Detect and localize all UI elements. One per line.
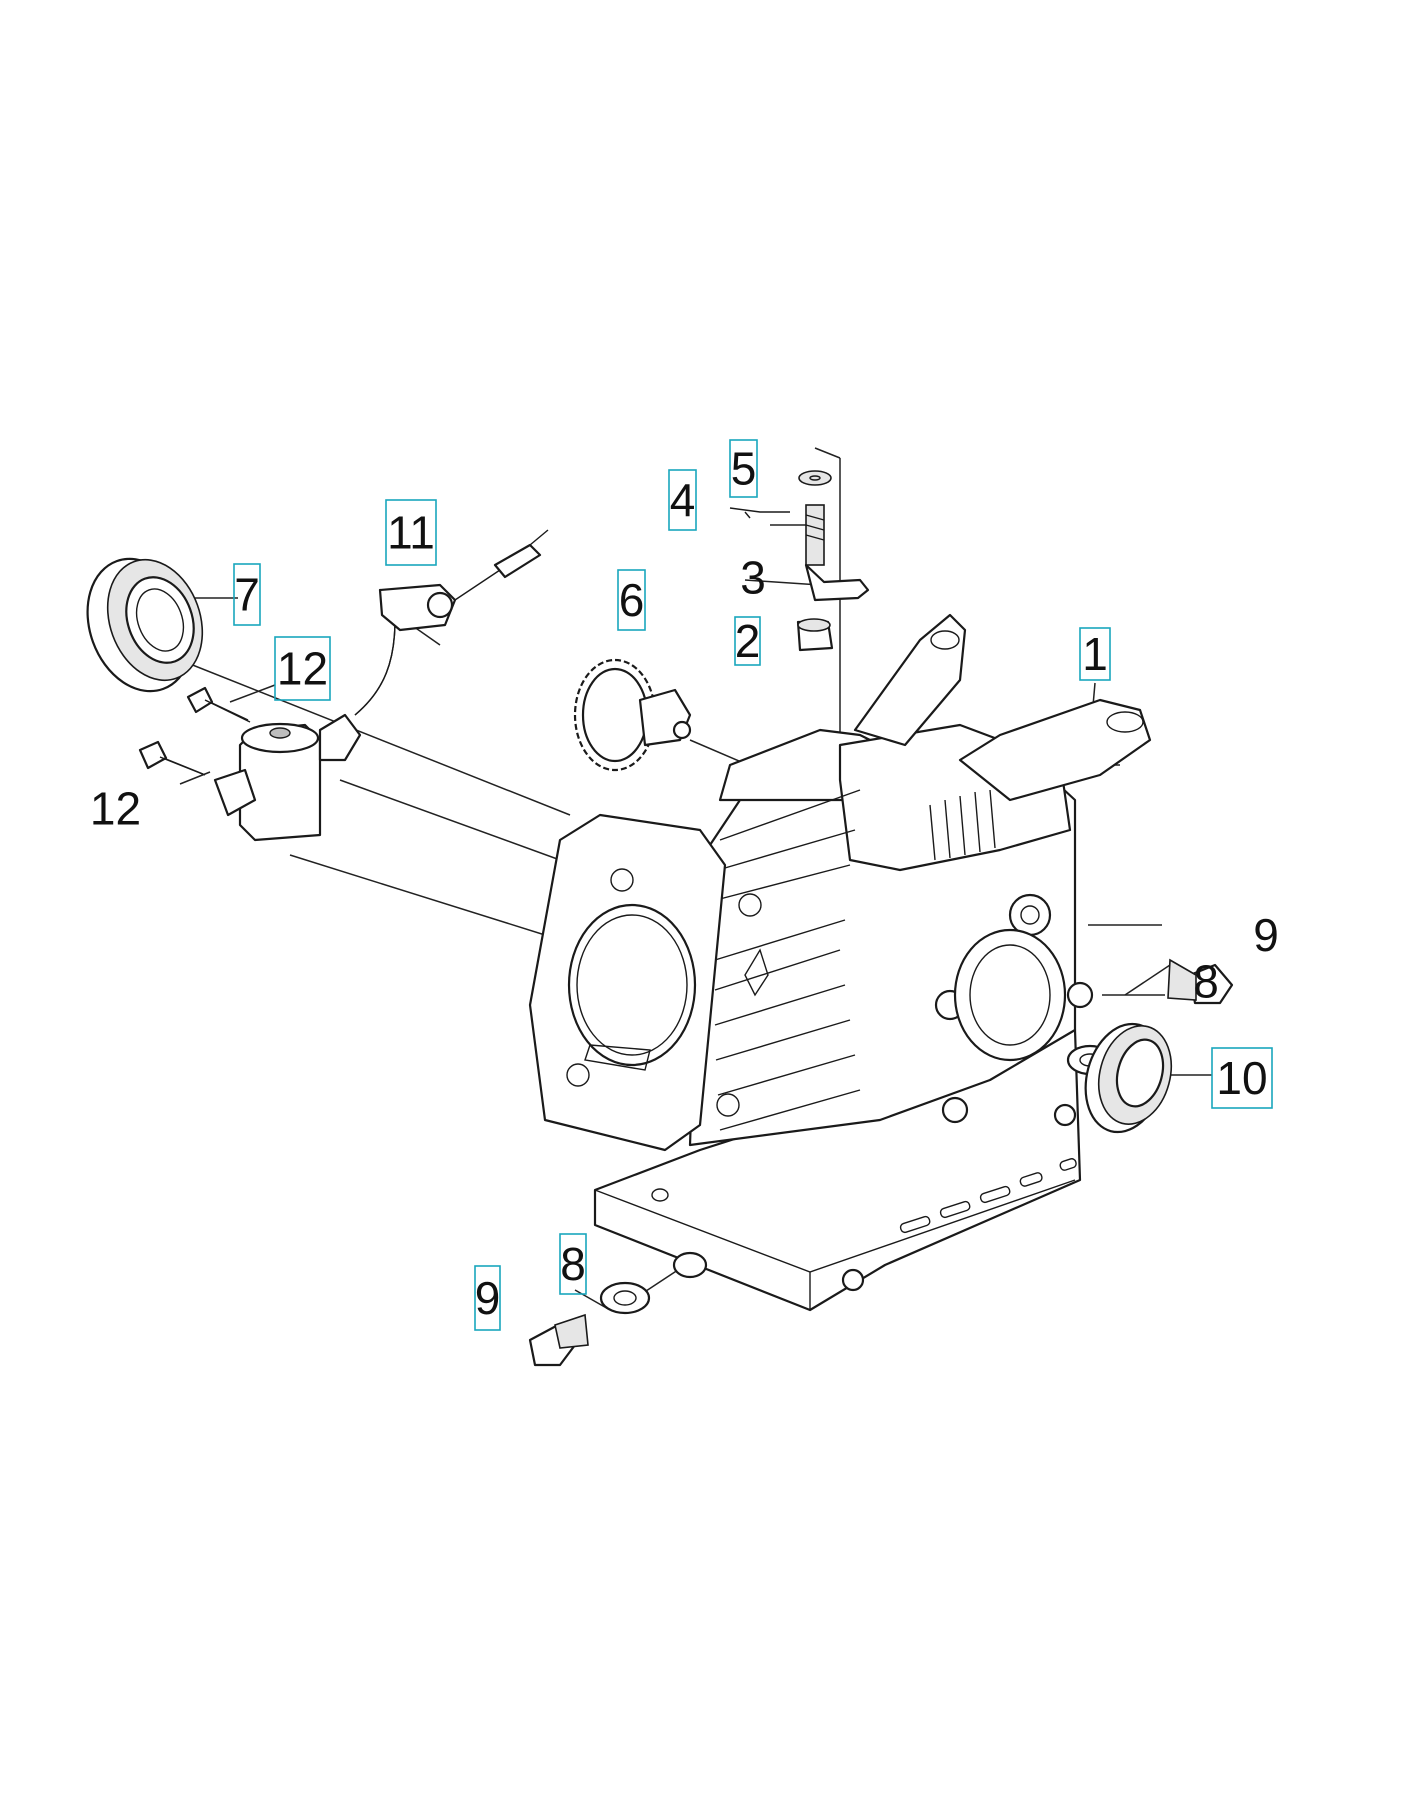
callout-box [559, 1233, 587, 1295]
callout-number: 9 [475, 1272, 501, 1324]
callout-number: 3 [740, 552, 766, 604]
callout-box [668, 469, 697, 531]
callout-box [233, 563, 261, 626]
callout-number: 6 [619, 574, 645, 626]
callout-c8b: 8 [559, 1233, 587, 1295]
bearing-part-7 [86, 557, 204, 693]
callout-c9a: 9 [1253, 909, 1279, 961]
callout-c11: 11 [385, 499, 437, 566]
callout-number: 8 [560, 1238, 586, 1290]
callout-c1: 1 [1079, 627, 1111, 681]
callout-c8a: 8 [1193, 956, 1219, 1008]
washer-part-5 [798, 470, 832, 486]
callout-c9b: 9 [474, 1265, 501, 1331]
callout-number: 7 [234, 569, 260, 621]
callout-number: 10 [1216, 1052, 1267, 1104]
callout-number: 12 [277, 643, 328, 695]
drain-bolt-right-part-9 [1167, 958, 1234, 1005]
callout-c2: 2 [734, 615, 761, 667]
governor-gear-part-6 [573, 658, 692, 772]
drain-bolt-bottom-part-9 [528, 1313, 589, 1367]
callout-c5: 5 [729, 439, 758, 498]
callout-box [734, 616, 761, 666]
callout-box [729, 439, 758, 498]
callout-c10: 10 [1211, 1047, 1273, 1109]
top-ribs [929, 789, 996, 861]
callout-number: 5 [731, 443, 757, 495]
callout-box [1079, 627, 1111, 681]
callout-c7: 7 [233, 563, 261, 626]
callout-c3: 3 [740, 552, 766, 604]
callout-number: 8 [1193, 956, 1219, 1008]
callout-number: 1 [1082, 628, 1108, 680]
crankcase [528, 613, 1152, 1312]
callout-box [474, 1265, 501, 1331]
callout-box [385, 499, 437, 566]
cooling-fins [714, 789, 861, 1131]
callout-number: 9 [1253, 909, 1279, 961]
callout-box [274, 636, 331, 701]
callout-box [617, 569, 646, 631]
callout-c12a: 12 [274, 636, 331, 701]
washer-bottom-part-8 [599, 1281, 651, 1315]
base-slots [899, 1158, 1077, 1234]
callout-c4: 4 [668, 469, 697, 531]
callout-box [1211, 1047, 1273, 1109]
callout-c12b: 12 [90, 783, 141, 835]
shaft-part-3 [805, 504, 825, 566]
callout-number: 4 [670, 474, 696, 526]
callout-number: 12 [90, 783, 141, 835]
oil-sensor-part-11 [213, 529, 549, 842]
oil-seal-part-10 [1084, 1022, 1172, 1134]
callout-c6: 6 [617, 569, 646, 631]
shaft-parts-2-5 [729, 470, 870, 652]
bolts-part-12 [138, 686, 251, 776]
callout-number: 11 [387, 507, 435, 559]
callout-number: 2 [735, 615, 761, 667]
